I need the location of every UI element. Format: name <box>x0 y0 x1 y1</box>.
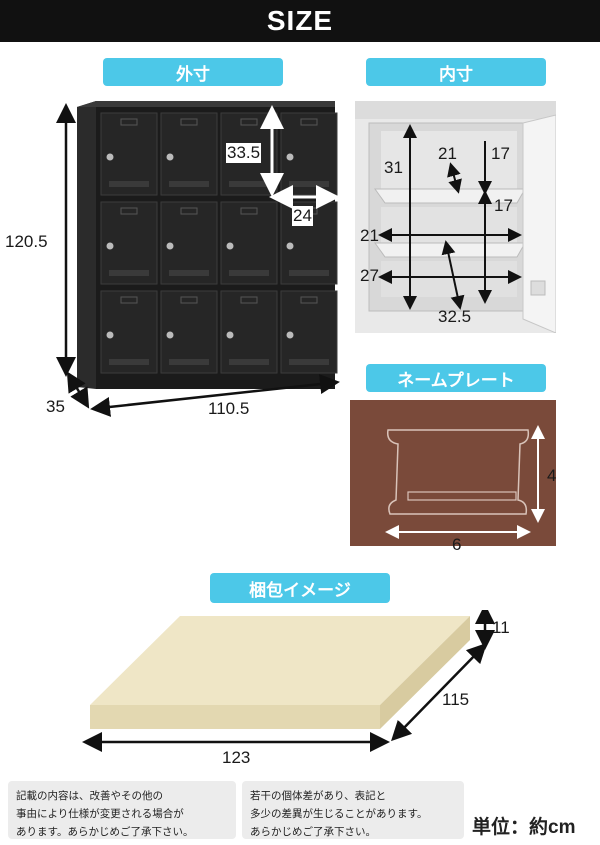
vent-slots <box>169 359 209 365</box>
note-left-line: 記載の内容は、改善やその他の <box>16 790 163 802</box>
nameplate-width: 6 <box>452 535 462 554</box>
nameplate-slot <box>180 207 198 215</box>
vent-slots <box>229 359 269 365</box>
lock-icon <box>166 331 174 339</box>
package-depth: 115 <box>442 690 470 709</box>
nameplate-slot <box>300 118 318 126</box>
vent-slots <box>289 359 329 365</box>
interior-upper-21: 21 <box>438 144 457 163</box>
interior-depth-32-5: 32.5 <box>438 307 472 326</box>
package-label: 梱包イメージ <box>210 573 390 603</box>
package-diagram <box>82 610 495 752</box>
nameplate-slot <box>240 296 258 304</box>
interior-height-31: 31 <box>384 158 403 177</box>
nameplate-diagram <box>350 400 556 546</box>
nameplate-slot <box>180 296 198 304</box>
note-left-line: あります。あらかじめご了承下さい。 <box>16 826 194 838</box>
exterior-locker-diagram <box>56 101 340 417</box>
nameplate-slot <box>180 118 198 126</box>
door-height: 33.5 <box>226 143 262 163</box>
door-width: 24 <box>292 206 313 226</box>
interior-label: 内寸 <box>366 58 546 86</box>
interior-diagram <box>355 101 556 333</box>
note-right: 若干の個体差があり、表記と 多少の差異が生じることがあります。 あらかじめご了承… <box>242 781 464 839</box>
exterior-width: 110.5 <box>208 399 250 418</box>
lock-icon <box>286 331 294 339</box>
nameplate-height: 4 <box>547 466 557 485</box>
nameplate-slot <box>120 296 138 304</box>
nameplate-slot <box>120 118 138 126</box>
vent-slots <box>229 181 269 187</box>
vent-slots <box>229 270 269 276</box>
exterior-label: 外寸 <box>103 58 283 86</box>
nameplate-slot <box>120 207 138 215</box>
lock-icon <box>226 242 234 250</box>
nameplate-slot <box>240 118 258 126</box>
exterior-depth: 35 <box>46 397 65 416</box>
lock-icon <box>106 331 114 339</box>
lock-icon <box>166 242 174 250</box>
exterior-height: 120.5 <box>5 232 48 251</box>
interior-top-17: 17 <box>491 144 510 163</box>
lock-icon <box>226 331 234 339</box>
vent-slots <box>169 181 209 187</box>
unit-label: 単位：約cm <box>472 817 576 838</box>
lock-icon <box>286 242 294 250</box>
vent-slots <box>289 270 329 276</box>
package-thickness: 11 <box>492 618 510 637</box>
nameplate-slot <box>240 207 258 215</box>
vent-slots <box>109 181 149 187</box>
package-width: 123 <box>222 748 251 767</box>
note-right-line: あらかじめご了承下さい。 <box>250 826 376 838</box>
interior-width-27: 27 <box>360 266 379 285</box>
note-right-line: 若干の個体差があり、表記と <box>250 790 387 802</box>
page-title: SIZE <box>0 0 600 42</box>
lock-icon <box>286 153 294 161</box>
interior-lower-17: 17 <box>494 196 513 215</box>
vent-slots <box>289 181 329 187</box>
lock-icon <box>106 153 114 161</box>
vent-slots <box>169 270 209 276</box>
nameplate-slot <box>300 296 318 304</box>
interior-width-21: 21 <box>360 226 379 245</box>
vent-slots <box>109 359 149 365</box>
nameplate-label: ネームプレート <box>366 364 546 392</box>
lock-icon <box>166 153 174 161</box>
note-right-line: 多少の差異が生じることがあります。 <box>250 808 428 820</box>
note-left: 記載の内容は、改善やその他の 事由により仕様が変更される場合が あります。あらか… <box>8 781 236 839</box>
note-left-line: 事由により仕様が変更される場合が <box>16 808 184 820</box>
lock-icon <box>106 242 114 250</box>
vent-slots <box>109 270 149 276</box>
